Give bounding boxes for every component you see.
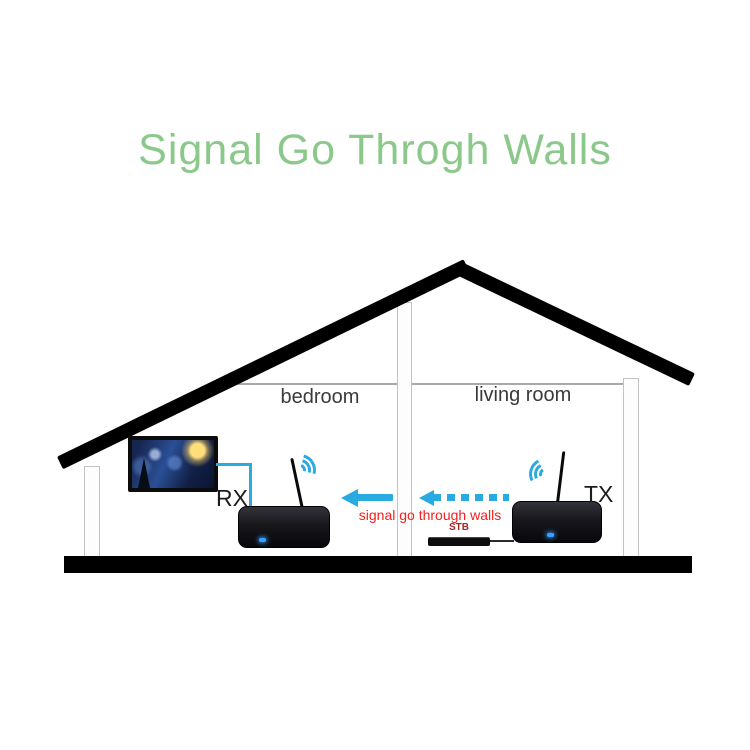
tv-cable-horizontal [216,463,252,466]
tx-label: TX [584,481,614,507]
led-indicator [259,538,266,542]
living-room-label: living room [474,384,572,406]
led-indicator [547,533,554,537]
house-floor [64,556,692,573]
left-arrow-solid [357,494,393,501]
wall-right [623,378,639,560]
wall-left [84,466,100,560]
ceiling-line [232,383,624,385]
page-title: Signal Go Throgh Walls [138,126,612,174]
left-arrowhead-icon [419,490,434,506]
rx-label: RX [216,485,248,511]
wifi-signal-icon [278,448,322,492]
rx-receiver-box [238,506,330,548]
roof-right-slope [456,262,695,386]
tv-screen [128,436,218,492]
left-arrowhead-icon [341,489,358,507]
bedroom-label: bedroom [280,386,360,408]
tv-cable-vertical [249,463,252,508]
stb-device [428,537,490,546]
left-arrow-dashed [433,494,509,501]
signal-caption: signal go through walls [358,507,502,523]
stb-cable [488,540,514,542]
tx-transmitter-box [512,501,602,543]
stb-label: STB [449,522,469,533]
